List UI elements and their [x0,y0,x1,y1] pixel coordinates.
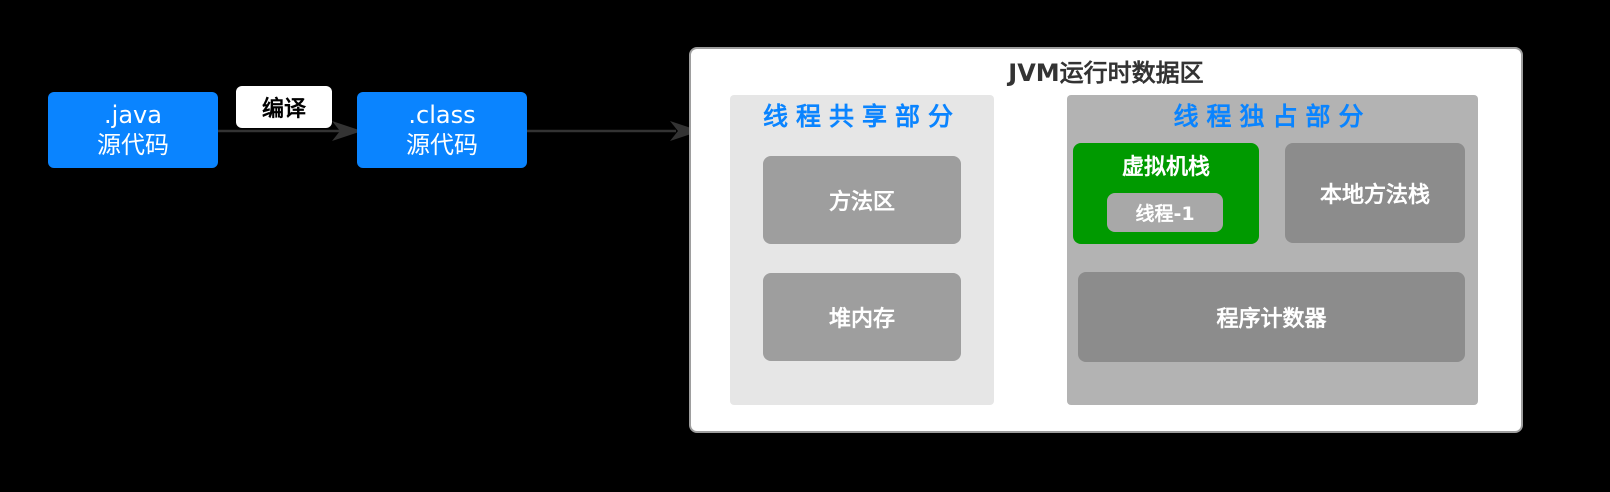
compile-label: 编译 [236,86,332,128]
method-area-box: 方法区 [763,156,961,244]
native-method-stack-box: 本地方法栈 [1285,143,1465,243]
program-counter-box: 程序计数器 [1078,272,1465,362]
heap-box: 堆内存 [763,273,961,361]
java-source-box: .java 源代码 [48,92,218,168]
thread-1-chip: 线程-1 [1107,193,1223,232]
vm-stack-title: 虚拟机栈 [1121,155,1210,180]
java-source-ext: .java [104,101,162,129]
private-region-title: 线程独占部分 [1173,102,1372,131]
class-source-ext: .class [408,101,476,129]
shared-region-title: 线程共享部分 [762,102,961,131]
load-arrow-head [670,121,700,141]
compile-arrow-head [332,121,362,141]
java-source-label: 源代码 [97,131,169,159]
class-source-label: 源代码 [406,131,478,159]
class-source-box: .class 源代码 [357,92,527,168]
jvm-title: JVM运行时数据区 [1008,59,1204,87]
